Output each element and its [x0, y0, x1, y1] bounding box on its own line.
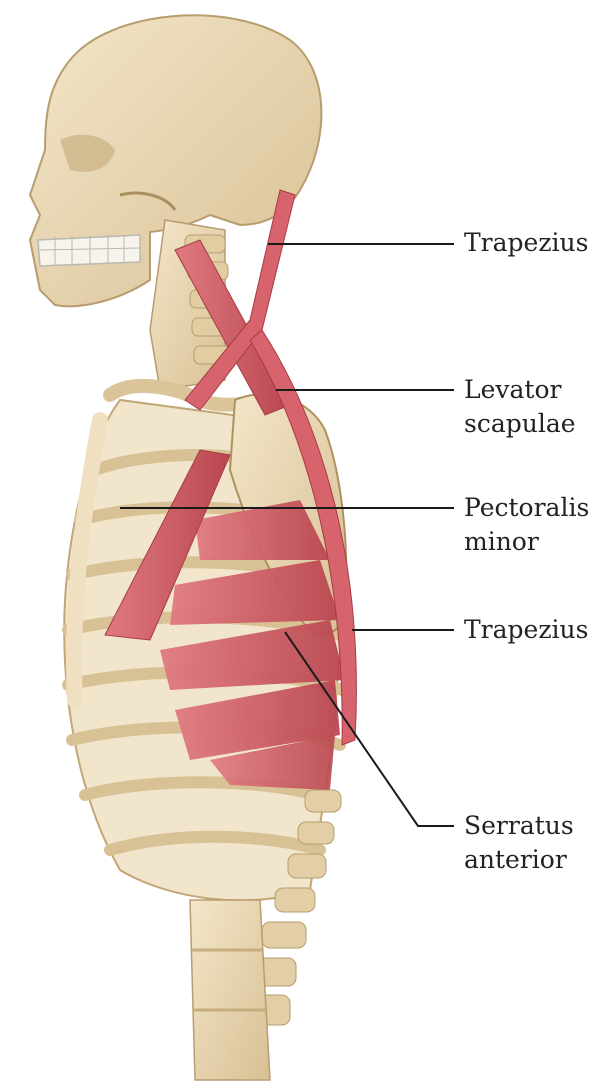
label-pectoralis-line1: Pectoralis	[464, 491, 589, 525]
label-trapezius-upper: Trapezius	[464, 226, 588, 260]
label-serratus-line1: Serratus	[464, 809, 574, 843]
label-levator-line2: scapulae	[464, 407, 576, 441]
label-levator-scapulae: Levator scapulae	[464, 373, 576, 441]
label-trapezius-lower: Trapezius	[464, 613, 588, 647]
label-pectoralis-line2: minor	[464, 525, 589, 559]
label-pectoralis-minor: Pectoralis minor	[464, 491, 589, 559]
label-trapezius-upper-text: Trapezius	[464, 228, 588, 257]
label-serratus-anterior: Serratus anterior	[464, 809, 574, 877]
label-levator-line1: Levator	[464, 373, 576, 407]
label-trapezius-lower-text: Trapezius	[464, 615, 588, 644]
label-serratus-line2: anterior	[464, 843, 574, 877]
